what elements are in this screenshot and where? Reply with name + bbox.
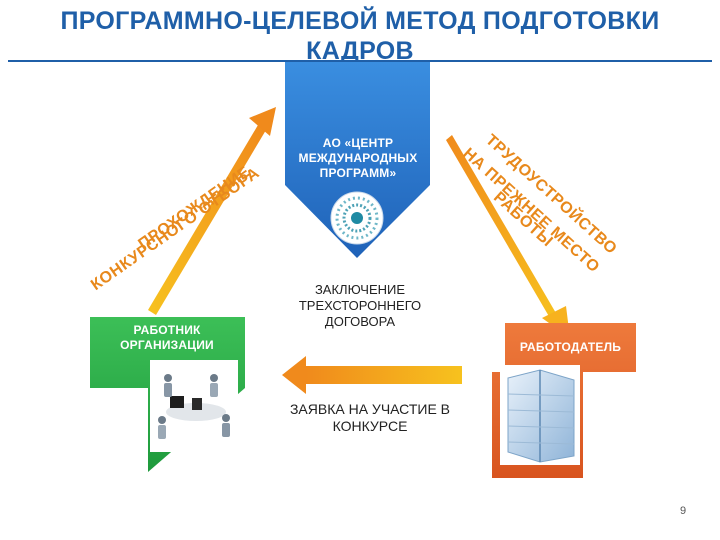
left-diagonal-arrow (148, 107, 276, 315)
title-line-1: ПРОГРАММНО-ЦЕЛЕВОЙ МЕТОД ПОДГОТОВКИ (60, 7, 660, 35)
title-underline (8, 60, 712, 62)
employee-label-line: РАБОТНИК (133, 323, 201, 337)
contract-text-line: ДОГОВОРА (324, 314, 396, 329)
application-text-line: КОНКУРСЕ (332, 418, 408, 434)
contract-text: ЗАКЛЮЧЕНИЕ ТРЕХСТОРОННЕГО ДОГОВОРА (280, 282, 440, 330)
employer-label: РАБОТОДАТЕЛЬ (505, 340, 636, 355)
employee-label-line: ОРГАНИЗАЦИИ (120, 338, 214, 352)
bottom-horizontal-arrow (282, 356, 462, 394)
center-logo-icon (330, 191, 384, 245)
center-label-line: ПРОГРАММ» (319, 166, 397, 180)
center-program-label: АО «ЦЕНТР МЕЖДУНАРОДНЫХ ПРОГРАММ» (287, 136, 429, 181)
employer-label-text: РАБОТОДАТЕЛЬ (519, 340, 622, 354)
center-label-line: АО «ЦЕНТР (322, 136, 394, 150)
page-title: ПРОГРАММНО-ЦЕЛЕВОЙ МЕТОД ПОДГОТОВКИ КАДР… (0, 6, 720, 66)
center-program-shape (285, 62, 430, 258)
application-text: ЗАЯВКА НА УЧАСТИЕ В КОНКУРСЕ (270, 401, 470, 435)
contract-text-line: ЗАКЛЮЧЕНИЕ (314, 282, 406, 297)
center-label-line: МЕЖДУНАРОДНЫХ (298, 151, 418, 165)
people-meeting-icon (150, 360, 238, 452)
employee-label: РАБОТНИК ОРГАНИЗАЦИИ (92, 323, 242, 353)
contract-text-line: ТРЕХСТОРОННЕГО (298, 298, 422, 313)
application-text-line: ЗАЯВКА НА УЧАСТИЕ В (289, 401, 451, 417)
page-number: 9 (680, 505, 687, 517)
office-building-icon (500, 365, 580, 465)
